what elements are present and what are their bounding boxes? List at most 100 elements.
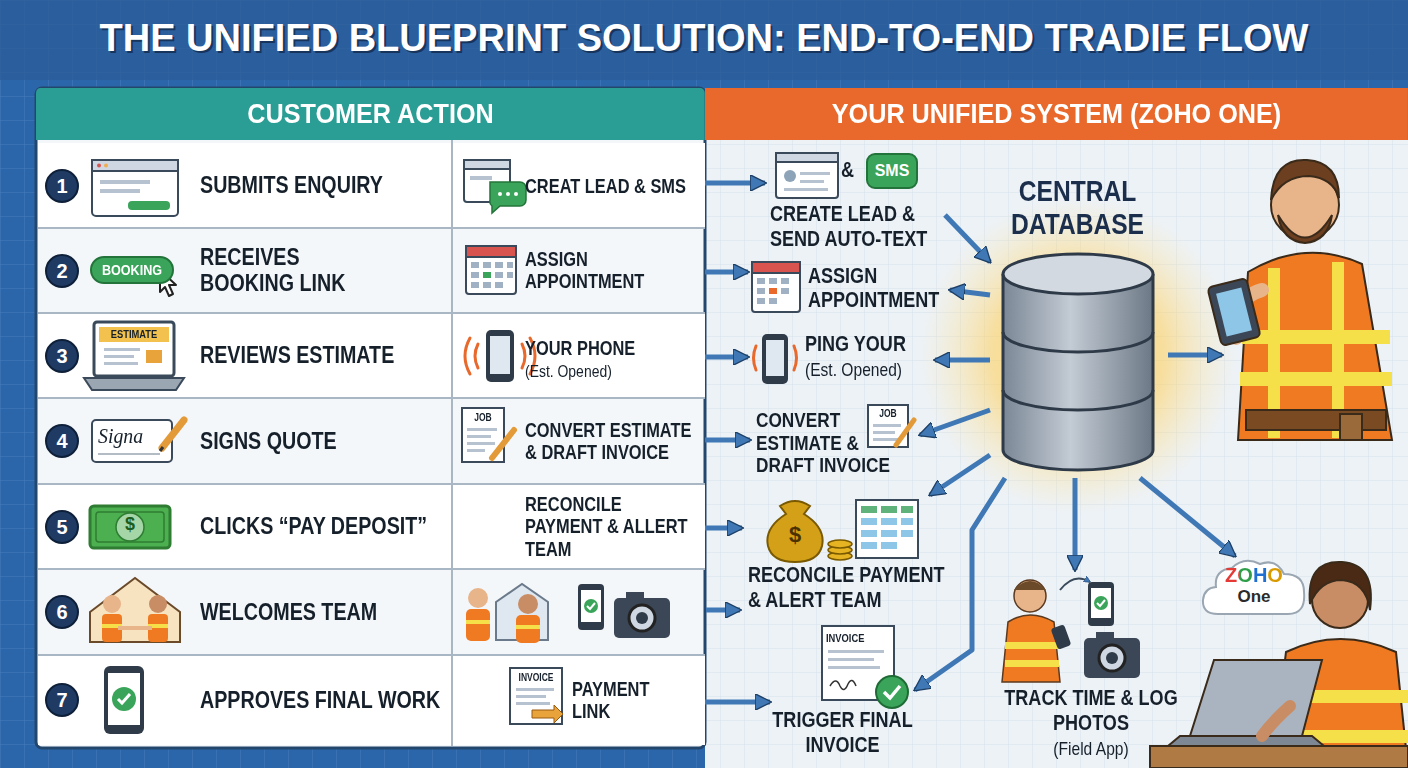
text-slot: RECEIVES BOOKING LINK xyxy=(200,244,375,298)
illustration-part xyxy=(38,227,705,229)
flow-arrow xyxy=(1168,353,1222,358)
illustration-part xyxy=(516,688,554,705)
illustration-part xyxy=(464,160,510,169)
flow-arrow xyxy=(705,355,748,360)
illustration-part xyxy=(118,626,152,630)
system-step: TRACK TIME & LOG PHOTOS(Field App) xyxy=(985,570,1197,764)
tradie-man xyxy=(1207,160,1392,440)
illustration-part xyxy=(467,435,491,438)
step-number: 1 xyxy=(47,171,77,201)
step-text: CONVERT ESTIMATE & DRAFT INVOICE xyxy=(525,419,703,464)
illustration-part xyxy=(495,282,503,288)
illustration-part xyxy=(483,262,491,268)
illustration-part xyxy=(776,153,838,162)
illustration-part xyxy=(794,346,797,370)
illustration-part xyxy=(149,595,167,613)
illustration-part xyxy=(98,453,160,455)
illustration-part xyxy=(36,88,705,748)
illustration-part xyxy=(516,625,540,629)
illustration-part xyxy=(38,397,705,399)
illustration-part xyxy=(466,620,490,624)
illustration-part xyxy=(705,140,1408,768)
illustration-part xyxy=(507,272,513,278)
text-slot: 5 xyxy=(47,512,77,542)
illustration-part xyxy=(38,655,705,745)
illustration-part xyxy=(705,140,1408,768)
illustration-part xyxy=(800,180,824,183)
text-slot: ASSIGN APPOINTMENT xyxy=(808,264,948,313)
illustration-part xyxy=(784,170,796,182)
illustration-part xyxy=(516,615,540,643)
illustration-part xyxy=(471,272,479,278)
illustration-part xyxy=(1096,632,1114,640)
illustration-part xyxy=(1262,706,1290,736)
phone-ping-icon xyxy=(465,330,535,382)
flow-arrow xyxy=(930,455,990,495)
step-text: CONVERT ESTIMATE & DRAFT INVOICE xyxy=(756,409,920,477)
illustration-part xyxy=(471,262,513,288)
bubble-text: SMS xyxy=(868,155,916,187)
illustration-part xyxy=(1246,410,1386,430)
label-text: Signa xyxy=(98,424,160,449)
illustration-part xyxy=(118,694,130,703)
text-slot: 7 xyxy=(47,685,77,715)
system-step-cell: ASSIGN APPOINTMENT xyxy=(452,228,705,313)
action-text: SUBMITS ENQUIRY xyxy=(200,172,450,199)
illustration-part xyxy=(784,188,828,191)
sms-bubble: SMS xyxy=(866,153,918,189)
text-slot: ESTIMATE xyxy=(98,328,170,340)
illustration-part xyxy=(518,594,538,614)
illustration-part xyxy=(769,288,777,294)
action-cell: APPROVES FINAL WORK7 xyxy=(38,655,450,745)
label-text: $ xyxy=(782,523,808,548)
illustration-part xyxy=(90,578,180,642)
step-text: YOUR PHONE xyxy=(525,337,703,359)
illustration-part xyxy=(92,160,178,171)
action-cell: REVIEWS ESTIMATE3 xyxy=(38,313,450,398)
text-slot: PAYMENT LINK xyxy=(572,678,672,723)
illustration-part xyxy=(38,484,705,569)
job-doc-icon xyxy=(462,408,514,462)
illustration-part xyxy=(467,428,497,452)
text-slot: WELCOMES TEAM xyxy=(200,599,450,626)
illustration-part xyxy=(1014,580,1046,612)
calendar-icon xyxy=(752,262,800,312)
illustration-part xyxy=(103,595,121,613)
illustration-part xyxy=(828,540,852,548)
illustration-part xyxy=(1238,253,1392,440)
banknote-icon xyxy=(90,506,170,548)
illustration-part xyxy=(1091,588,1111,618)
illustration-part xyxy=(861,506,913,513)
illustration-part xyxy=(1060,578,1090,590)
illustration-part xyxy=(757,288,765,294)
illustration-part xyxy=(873,424,901,427)
flow-arrow xyxy=(705,700,770,705)
illustration-part xyxy=(471,262,479,268)
text-slot: 1 xyxy=(47,171,77,201)
illustration-part xyxy=(465,338,470,374)
connector-group xyxy=(705,183,1235,702)
illustration-part xyxy=(1240,372,1392,386)
text-slot: Signa xyxy=(98,424,160,449)
illustration-part xyxy=(1003,332,1153,352)
step-number: 6 xyxy=(47,597,77,627)
text-slot: TRACK TIME & LOG PHOTOS xyxy=(985,686,1197,735)
label-text: & xyxy=(841,158,865,183)
illustration-part xyxy=(1084,638,1140,678)
invoice-doc-icon xyxy=(510,668,563,724)
flow-arrow xyxy=(705,438,750,443)
illustration-part xyxy=(1278,215,1332,243)
step-number: 4 xyxy=(47,426,77,456)
illustration-part xyxy=(901,530,913,537)
illustration-part xyxy=(881,530,897,537)
step-text: TRACK TIME & LOG PHOTOS xyxy=(985,686,1197,735)
text-slot: CREAT LEAD & SMS xyxy=(525,175,703,197)
illustration-part xyxy=(1216,288,1252,337)
action-cell: SUBMITS ENQUIRY 1 xyxy=(38,143,450,228)
text-slot: PING YOUR xyxy=(805,332,933,357)
illustration-part xyxy=(0,0,1408,80)
system-step-cell: CREAT LEAD & SMS xyxy=(452,143,705,228)
field-worker-icon xyxy=(1002,578,1140,682)
illustration-part xyxy=(762,334,788,384)
